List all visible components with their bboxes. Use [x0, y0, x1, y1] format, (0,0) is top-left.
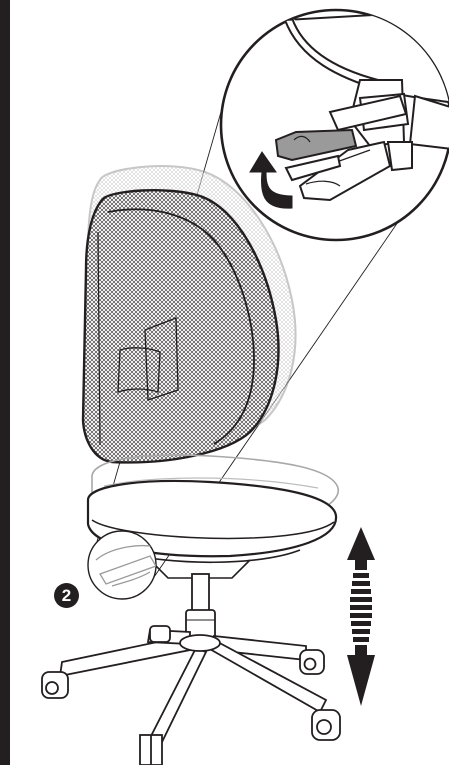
lever-zoom-inset — [221, 10, 449, 240]
step-number-badge: 2 — [54, 583, 79, 608]
double-arrow-up-down-icon — [347, 527, 375, 706]
chair-base — [60, 630, 326, 742]
